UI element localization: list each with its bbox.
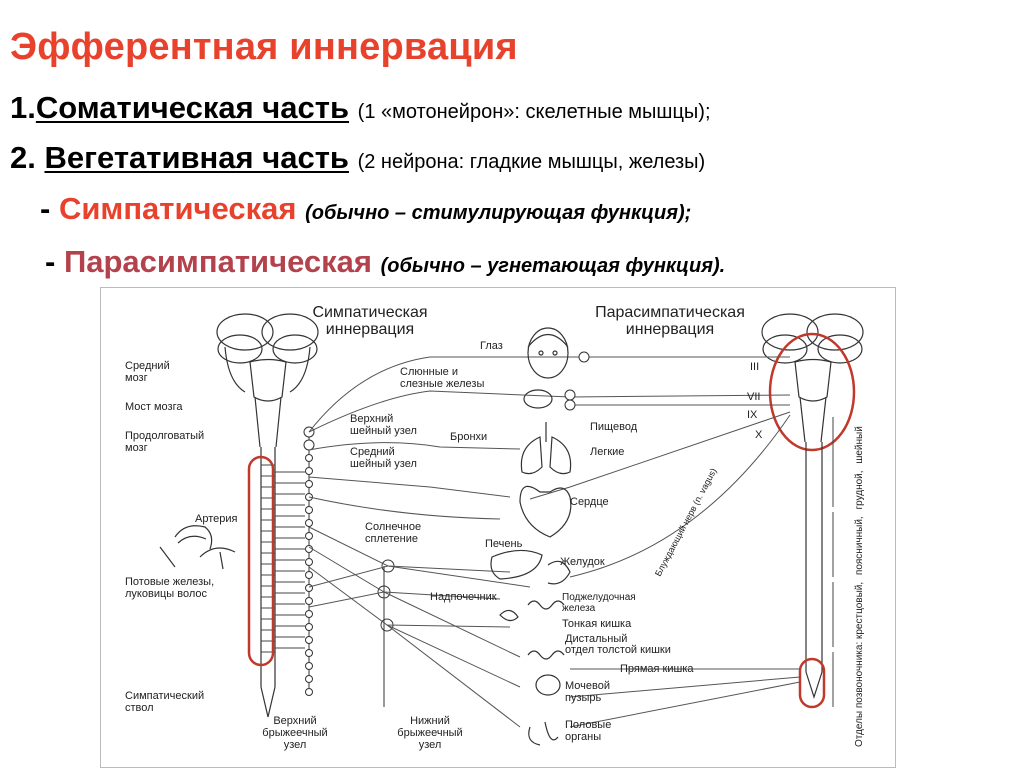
trunk-ganglion [305, 454, 313, 462]
label-eye: Глаз [480, 340, 503, 352]
cranial-nerve-7: VII [747, 391, 760, 403]
label-small-intestine: Тонкая кишка [562, 618, 632, 630]
label-artery: Артерия [195, 513, 238, 525]
vegetative-prefix: 2. [10, 140, 45, 175]
trunk-ganglion [305, 532, 313, 540]
parasympathetic-projections [529, 356, 801, 728]
preganglionic-fibers [275, 471, 305, 649]
label-liver: Печень [485, 538, 523, 550]
vegetative-label: Вегетативная часть [44, 140, 349, 175]
label-lungs: Легкие [590, 446, 624, 458]
trunk-ganglion [305, 649, 313, 657]
trunk-ganglion [305, 558, 313, 566]
eye-face-icon [527, 327, 569, 379]
label-pons: Мост мозга [125, 401, 183, 413]
parasympathetic-note: (обычно – угнетающая функция). [380, 255, 726, 277]
trunk-ganglion [305, 623, 313, 631]
bladder-icon [535, 674, 561, 696]
spinal-cord-highlight [247, 455, 275, 667]
cranial-nerve-3: III [750, 361, 759, 373]
parasympathetic-line: - Парасимпатическая (обычно – угнетающая… [45, 244, 725, 280]
sacral-highlight [798, 657, 826, 709]
liver-icon [490, 549, 543, 580]
trunk-ganglion [305, 506, 313, 514]
parasympathetic-prefix: - [45, 244, 64, 279]
intestine-icon [527, 600, 565, 660]
label-heart: Сердце [570, 496, 609, 508]
lungs-icon [520, 422, 572, 475]
trunk-ganglion [305, 571, 313, 579]
heart-icon [519, 485, 572, 538]
somatic-line: 1.Соматическая часть (1 «мотонейрон»: ск… [10, 90, 711, 126]
right-brain-icon [761, 313, 864, 443]
sympathetic-line: - Симпатическая (обычно – стимулирующая … [40, 191, 691, 227]
trunk-ganglion [305, 636, 313, 644]
trunk-ganglion [305, 688, 313, 696]
brainstem-highlight [768, 332, 856, 452]
trunk-ganglion [305, 584, 313, 592]
trunk-ganglion [303, 439, 315, 451]
trunk-ganglion [305, 597, 313, 605]
sweat-gland-icon [159, 546, 236, 570]
trunk-ganglion [305, 480, 313, 488]
vegetative-note: (2 нейрона: гладкие мышцы, железы) [357, 151, 706, 173]
cranial-nerve-9: IX [747, 409, 758, 421]
trunk-ganglion [305, 519, 313, 527]
salivary-gland-icon [523, 389, 553, 409]
slide-title: Эфферентная иннервация [10, 26, 518, 68]
label-spine-sections: Отделы позвоночника: крестцовый, пояснич… [854, 426, 865, 747]
sympathetic-note: (обычно – стимулирующая функция); [305, 202, 692, 224]
trunk-ganglion [305, 675, 313, 683]
sympathetic-prefix: - [40, 191, 59, 226]
trunk-ganglion [305, 467, 313, 475]
artery-icon [174, 525, 213, 550]
parasympathetic-ganglia [564, 351, 590, 411]
adrenal-icon [499, 609, 519, 622]
right-spinal-cord [805, 442, 823, 699]
somatic-note: (1 «мотонейрон»: скелетные мышцы); [357, 101, 711, 123]
label-stomach: Желудок [560, 556, 605, 568]
label-esophagus: Пищевод [590, 421, 638, 433]
label-sweat-glands: Потовые железы,луковицы волос [125, 576, 214, 600]
trunk-ganglion [305, 610, 313, 618]
sympathetic-projections [308, 356, 571, 728]
cranial-nerve-10: X [755, 429, 763, 441]
somatic-label: Соматическая часть [35, 90, 350, 125]
label-adrenal: Надпочечник [430, 591, 497, 603]
trunk-ganglion [305, 662, 313, 670]
stomach-icon [547, 560, 571, 585]
genitals-icon [528, 721, 559, 746]
left-brain-icon [216, 313, 319, 448]
label-rectum: Прямая кишка [620, 663, 694, 675]
parasympathetic-label: Парасимпатическая [63, 244, 372, 279]
sympathetic-label: Симпатическая [58, 191, 297, 226]
label-bronchi: Бронхи [450, 431, 487, 443]
vegetative-line: 2. Вегетативная часть (2 нейрона: гладки… [10, 140, 705, 176]
somatic-prefix: 1. [10, 90, 36, 125]
